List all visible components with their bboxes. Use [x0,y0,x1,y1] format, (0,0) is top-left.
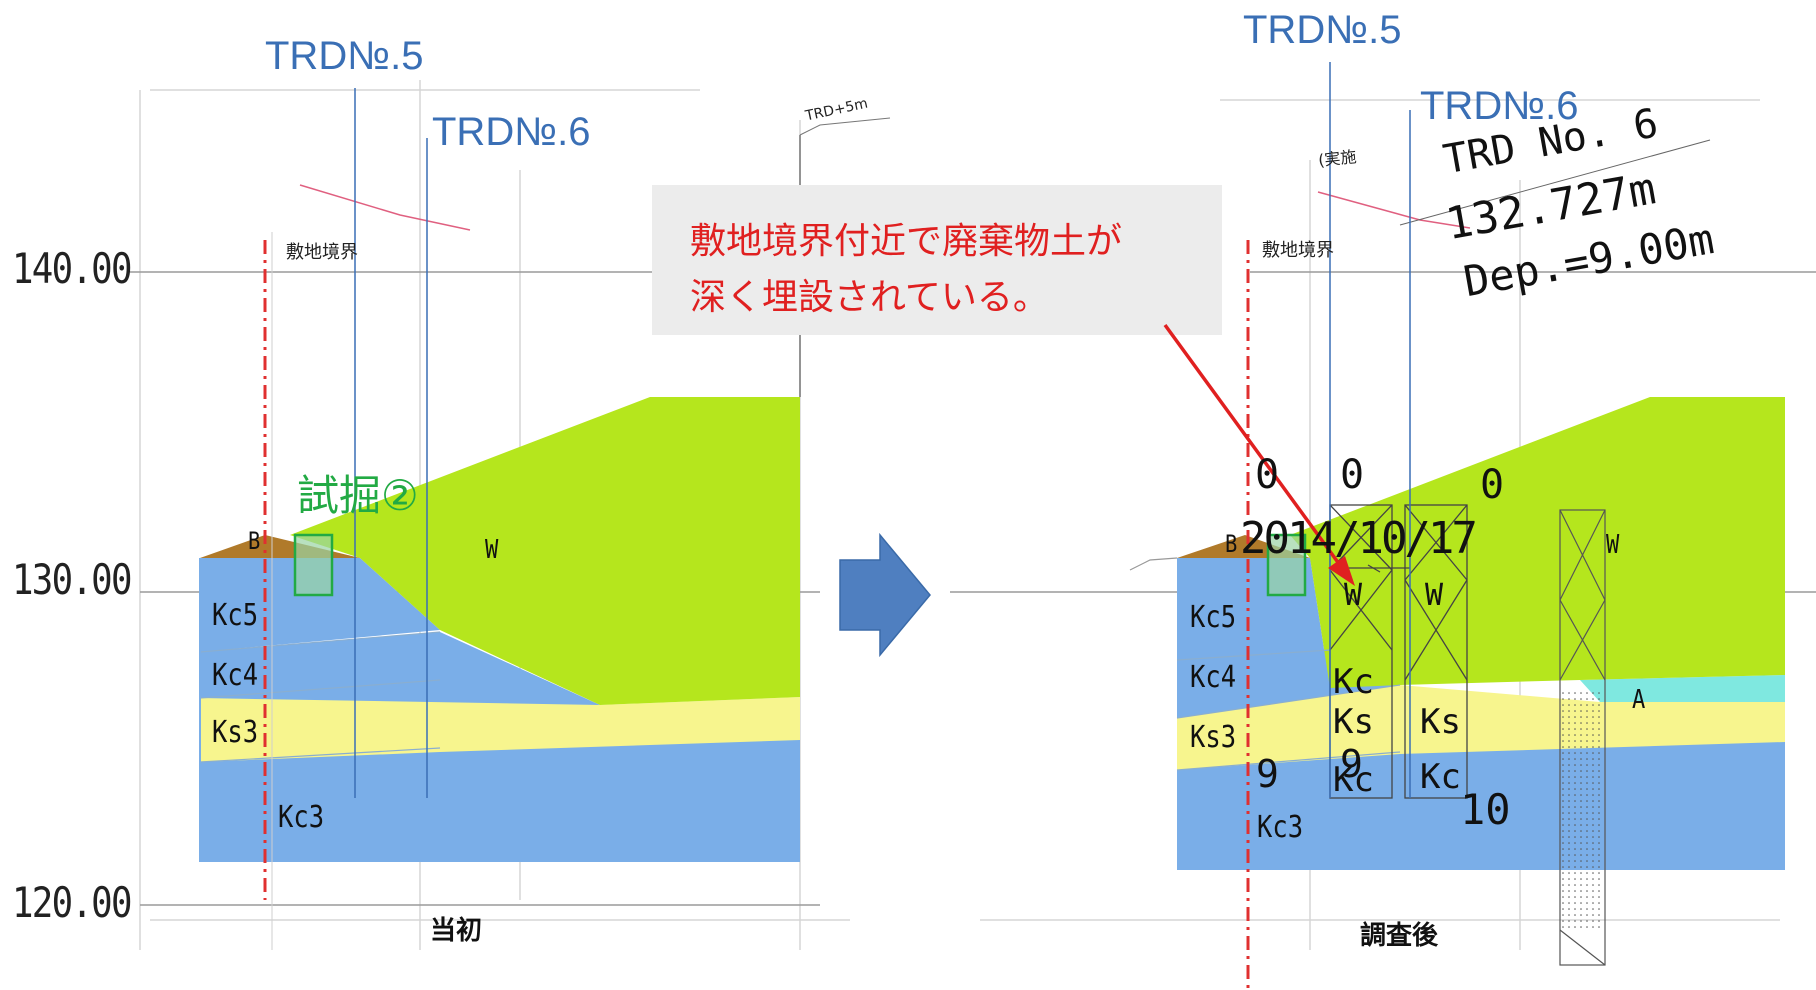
layer-label-w-left: W [485,535,499,565]
layer-label-kc4-right: Kc4 [1190,660,1237,695]
callout-text-line1: 敷地境界付近で廃棄物土が [690,221,1123,262]
red-arrow-icon [1163,323,1355,586]
axis-label-130: 130.00 [12,555,132,604]
sketch-nine-a: 9 [1256,752,1279,796]
site-boundary-label-left: 敷地境界 [286,242,358,263]
caption-before: 当初 [430,916,483,946]
layer-label-b-right: B [1225,530,1238,558]
sketch-zero-a: 0 [1255,452,1280,498]
trd6-label-right: TRD№.6 [1420,84,1579,128]
trd6-label-left: TRD№.6 [432,110,591,154]
layer-label-kc5-right: Kc5 [1190,600,1237,635]
callout-box [652,185,1222,335]
layer-label-kc5-left: Kc5 [212,598,259,633]
sketch-nine-b: 9 [1340,742,1363,786]
site-boundary-label-right: 敷地境界 [1262,240,1334,261]
layer-w-right [1290,397,1785,688]
layer-aqua-right [1580,675,1785,702]
sketch-ten: 10 [1460,785,1511,834]
test-pit-label: 試掘② [297,471,419,520]
sketch-ks-a: Ks [1333,702,1374,742]
layer-kc4-left [200,632,600,705]
trd-plus-line [299,184,471,231]
sketch-w2: W [1425,578,1444,613]
boring-log-sketch [1329,504,1468,799]
trd5-label-right: TRD№.5 [1243,8,1402,52]
sketch-date: 2014/10/17 [1240,513,1478,564]
layer-label-a-right: A [1632,685,1646,715]
sketch-kc-a: Kc [1333,662,1374,702]
sketch-kc-b: Kc [1333,760,1374,800]
layer-label-b-left: B [248,527,261,555]
right-section [1129,62,1785,990]
axis-label-140: 140.00 [12,244,132,293]
boring-column-right [1559,509,1606,966]
note-partial: (実施 [1317,147,1358,170]
sketch-zero-c: 0 [1480,462,1505,508]
callout-text-line2: 深く埋設されている。 [690,277,1049,318]
layer-label-kc3-right: Kc3 [1257,810,1304,845]
sketch-zero-b: 0 [1340,452,1365,498]
right-arrow-icon [839,532,931,658]
axis-label-120: 120.00 [12,878,132,927]
test-pit-box-right [1266,533,1307,597]
layer-label-kc3-left: Kc3 [278,800,325,835]
layer-label-ks3-right: Ks3 [1190,720,1237,755]
layer-kc5-left [200,558,440,652]
layer-label-w-right: W [1606,530,1620,560]
layer-w-left [290,397,800,705]
caption-after: 調査後 [1360,921,1439,951]
layer-ks3-right [1177,685,1785,770]
layer-kc3-right [1177,740,1785,870]
sketch-w1: W [1344,578,1363,613]
left-section [199,88,891,950]
layer-label-ks3-left: Ks3 [212,715,259,750]
test-pit-box-left [293,533,334,597]
sketch-kc-c: Kc [1420,757,1461,797]
layer-kc3-left [200,735,800,862]
layer-label-kc4-left: Kc4 [212,658,259,693]
sketch-ks-b: Ks [1420,702,1461,742]
trd5-label-left: TRD№.5 [265,34,424,78]
